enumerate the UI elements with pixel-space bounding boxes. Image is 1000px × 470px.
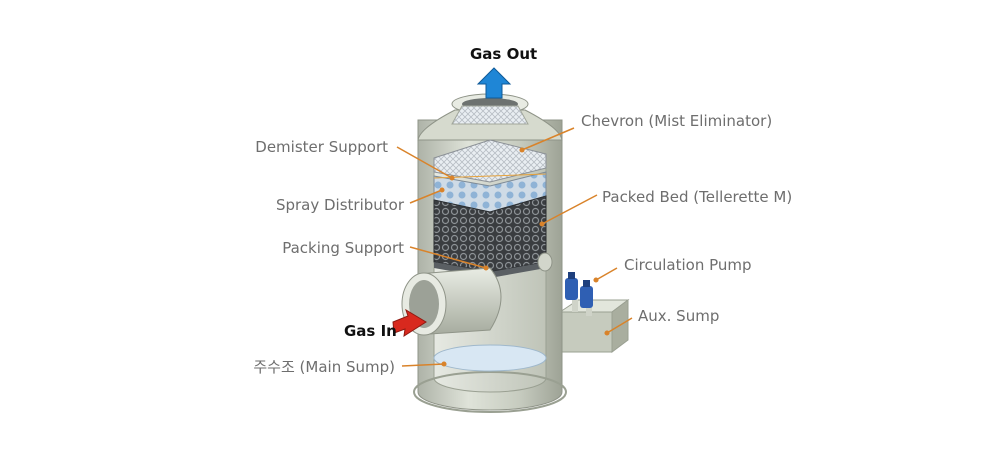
chevron-label: Chevron (Mist Eliminator) xyxy=(581,112,773,130)
demister-support-label: Demister Support xyxy=(255,138,388,156)
top-cone xyxy=(417,93,563,141)
gas-in-arrow-icon xyxy=(392,308,427,338)
main-sump-label: 주수조 (Main Sump) xyxy=(253,358,395,376)
side-nozzle xyxy=(537,252,553,272)
spray-distributor-label: Spray Distributor xyxy=(275,196,404,214)
circulation-pump-icon xyxy=(565,272,593,316)
leader-lines xyxy=(396,127,633,367)
packing-support-label: Packing Support xyxy=(282,239,404,257)
gas-out-arrow-icon xyxy=(476,67,512,99)
gas-out-label: Gas Out xyxy=(470,45,538,63)
packed-bed-label: Packed Bed (Tellerette M) xyxy=(602,188,793,206)
main-sump-liquid xyxy=(433,344,547,372)
gas-in-label: Gas In xyxy=(344,322,397,340)
circulation-pump-label: Circulation Pump xyxy=(624,256,752,274)
chevron-mist-eliminator xyxy=(433,139,547,183)
aux-sump-label: Aux. Sump xyxy=(638,307,720,325)
